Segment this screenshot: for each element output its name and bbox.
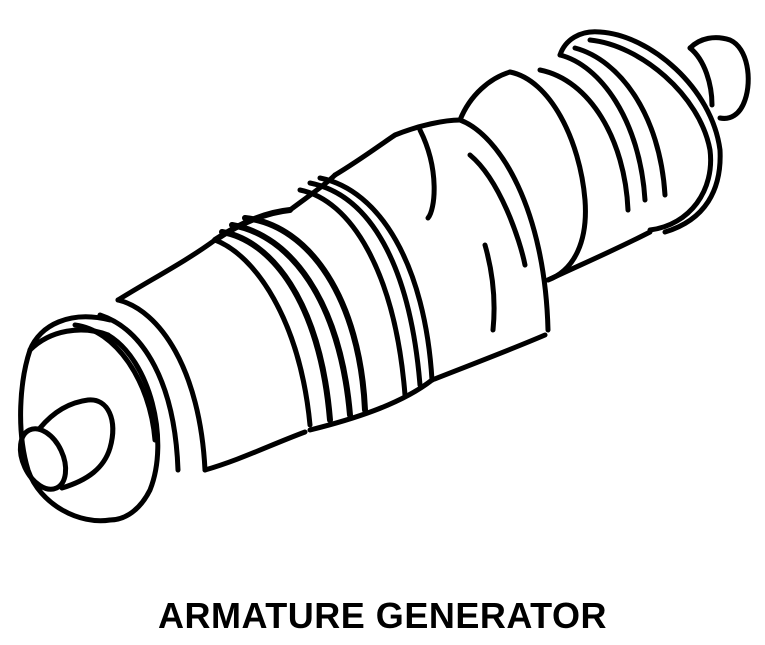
left-body (115, 237, 313, 473)
figure-caption: ARMATURE GENERATOR (158, 595, 607, 636)
left-shaft-stub (17, 397, 116, 492)
right-shaft-stub (687, 35, 751, 121)
right-end-rings (457, 29, 723, 283)
core-section (332, 117, 551, 383)
left-end-rings (18, 297, 208, 524)
center-winding-bands (212, 172, 435, 433)
